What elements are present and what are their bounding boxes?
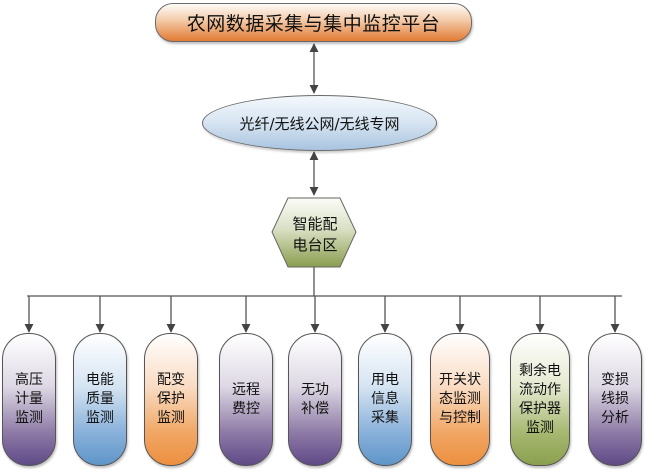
leaf-label-line: 电能 bbox=[86, 372, 114, 388]
hub-hexagon bbox=[271, 197, 357, 268]
leaf-label-line: 流动作 bbox=[519, 381, 561, 398]
leaf-label-line: 计量 bbox=[15, 391, 43, 407]
leaf-consumption-collection: 用电 信息 采集 bbox=[358, 333, 412, 466]
leaf-connectors bbox=[24, 296, 620, 333]
leaf-label-line: 监测 bbox=[157, 410, 185, 426]
leaf-label-line: 补偿 bbox=[301, 400, 329, 417]
leaf-power-quality: 电能 质量 监测 bbox=[73, 333, 127, 466]
leaf-switch-status-control: 开关状 态监测 与控制 bbox=[430, 333, 490, 466]
leaf-label-line: 变损 bbox=[601, 372, 629, 388]
leaf-label-line: 态监测 bbox=[439, 391, 481, 407]
leaf-label-line: 监测 bbox=[15, 410, 43, 426]
leaf-label-line: 与控制 bbox=[439, 410, 481, 426]
leaf-label-line: 无功 bbox=[301, 381, 329, 398]
hub-label-line: 智能配 bbox=[292, 215, 338, 233]
leaf-transformer-protection: 配变 保护 监测 bbox=[144, 333, 198, 466]
platform-title: 农网数据采集与集中监控平台 bbox=[186, 13, 441, 35]
leaf-label-line: 监测 bbox=[86, 410, 114, 426]
leaf-label-line: 费控 bbox=[232, 400, 260, 417]
leaf-label-line: 远程 bbox=[232, 381, 260, 398]
leaf-label-line: 用电 bbox=[371, 372, 399, 388]
network-label: 光纤/无线公网/无线专网 bbox=[239, 114, 400, 133]
leaf-label-line: 高压 bbox=[15, 372, 43, 388]
leaf-remote-billing: 远程 费控 bbox=[219, 333, 273, 466]
leaf-residual-current-protector: 剩余电 流动作 保护器 监测 bbox=[510, 333, 570, 466]
leaf-label-line: 监测 bbox=[526, 419, 554, 436]
leaf-loss-analysis: 变损 线损 分析 bbox=[588, 333, 642, 466]
platform-title-node: 农网数据采集与集中监控平台 bbox=[155, 3, 472, 42]
network-node: 光纤/无线公网/无线专网 bbox=[202, 95, 437, 151]
leaf-hv-metering: 高压 计量 监测 bbox=[2, 333, 56, 466]
leaf-label-line: 配变 bbox=[157, 372, 185, 388]
leaf-label-line: 保护 bbox=[157, 391, 185, 407]
leaf-label-line: 开关状 bbox=[439, 372, 481, 388]
leaf-label-line: 分析 bbox=[601, 410, 629, 426]
leaf-label-line: 信息 bbox=[371, 391, 399, 407]
leaf-label-line: 剩余电 bbox=[519, 362, 561, 379]
hub-node-label: 智能配 电台区 bbox=[275, 205, 355, 265]
hub-label-line: 电台区 bbox=[292, 236, 338, 254]
leaf-reactive-compensation: 无功 补偿 bbox=[288, 333, 342, 466]
leaf-label-line: 质量 bbox=[86, 391, 114, 407]
leaf-label-line: 采集 bbox=[371, 410, 399, 426]
leaf-label-line: 线损 bbox=[601, 391, 629, 407]
leaf-label-line: 保护器 bbox=[519, 400, 561, 417]
